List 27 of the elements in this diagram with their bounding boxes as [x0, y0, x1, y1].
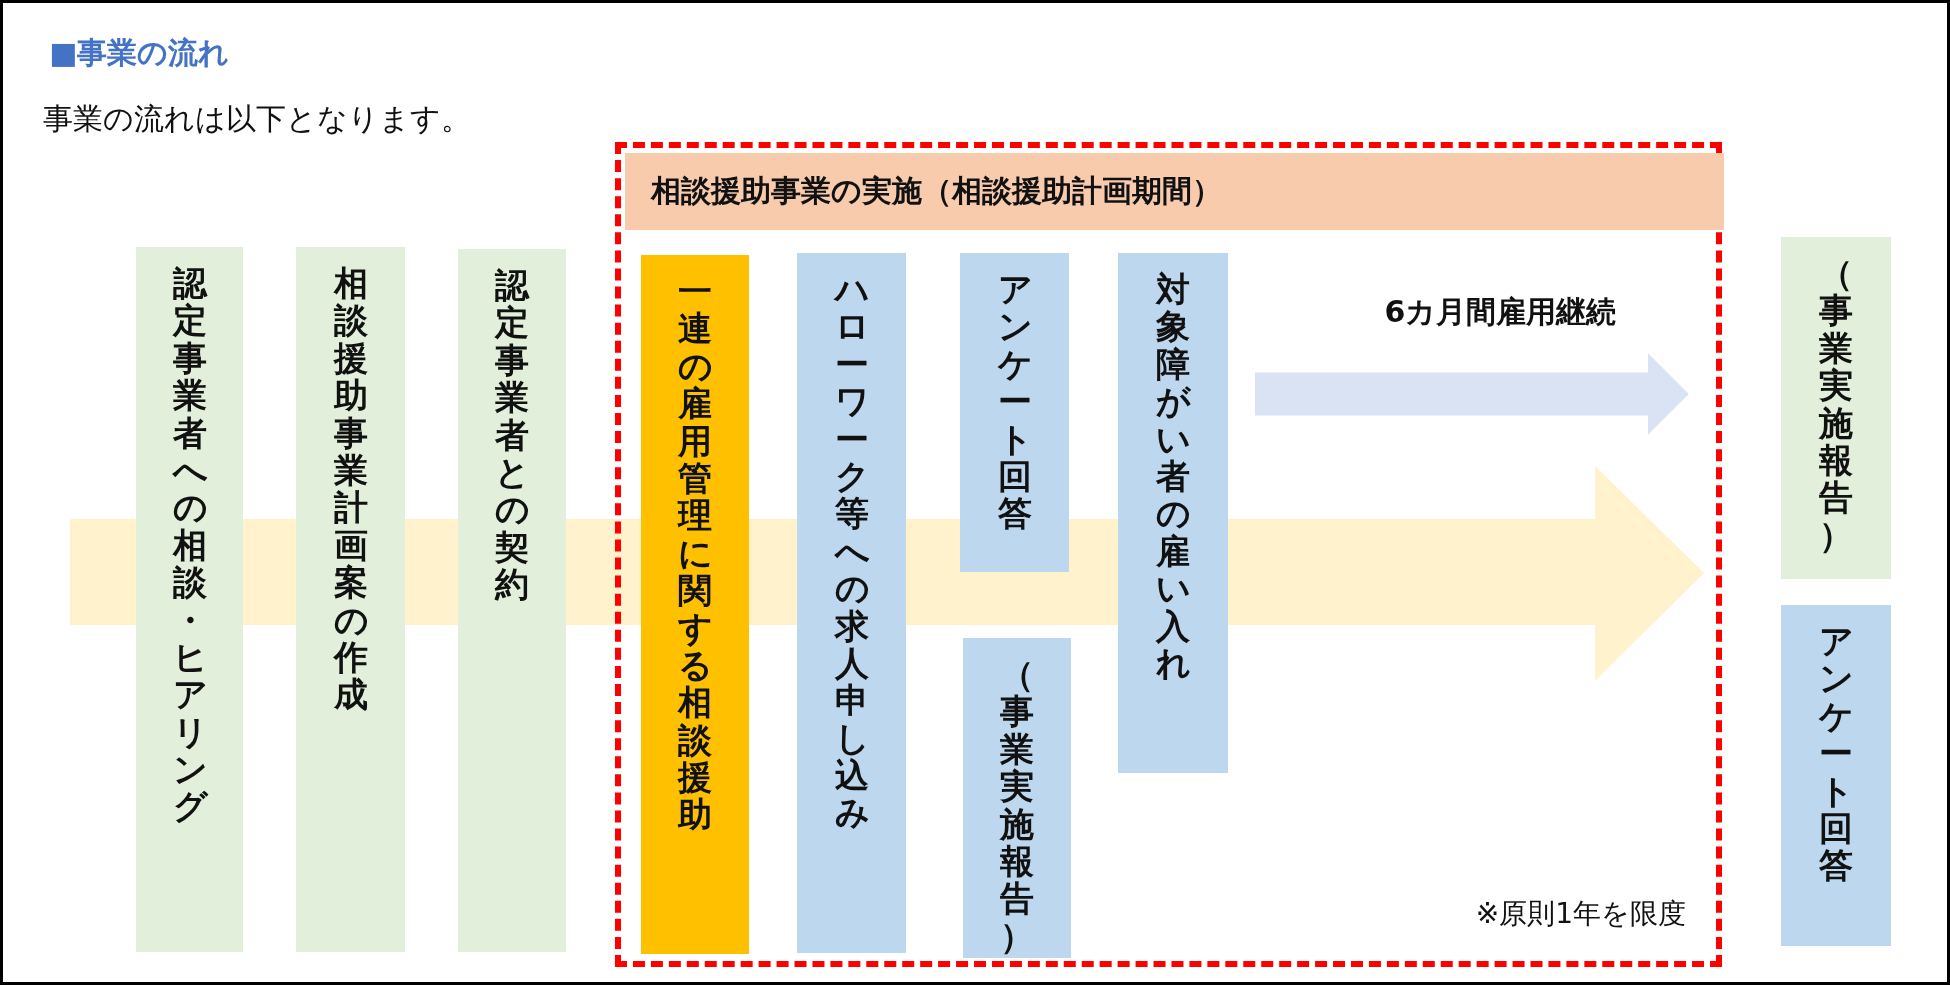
dashed-frame	[615, 142, 1722, 967]
step-column	[960, 253, 1069, 572]
step-column	[458, 249, 566, 952]
step-column	[1781, 237, 1891, 579]
title: ■事業の流れ	[49, 34, 230, 72]
step-column	[963, 638, 1071, 958]
step-column	[1118, 253, 1228, 773]
step-text: 認定事業者との契約	[495, 267, 529, 607]
edge-label: 6カ月間雇用継続	[1384, 293, 1617, 331]
step-text: 認定事業者への相談・ヒアリング	[172, 265, 207, 829]
step-text: （事業実施報告）	[1000, 656, 1034, 958]
step-text: 対象障がい者の雇い入れ	[1156, 271, 1190, 685]
intro-text: 事業の流れは以下となります。	[43, 100, 471, 138]
step-text: アンケート回答	[997, 271, 1032, 536]
step-column	[797, 253, 906, 953]
heading-band	[625, 153, 1724, 230]
step-text: 相談援助事業計画案の作成	[333, 265, 368, 717]
band-heading: 相談援助事業の実施（相談援助計画期間）	[651, 172, 1222, 210]
step-text: （事業実施報告）	[1819, 255, 1853, 557]
step-text: 一連の雇用管理に関する相談援助	[678, 273, 712, 837]
step-text: アンケート回答	[1819, 623, 1853, 888]
note-text: ※原則1年を限度	[1475, 896, 1686, 932]
step-text: ハローワーク等への求人申し込み	[834, 271, 869, 835]
step-column	[296, 247, 405, 952]
step-column	[641, 255, 749, 954]
step-column	[1781, 605, 1891, 946]
step-column	[136, 247, 243, 952]
